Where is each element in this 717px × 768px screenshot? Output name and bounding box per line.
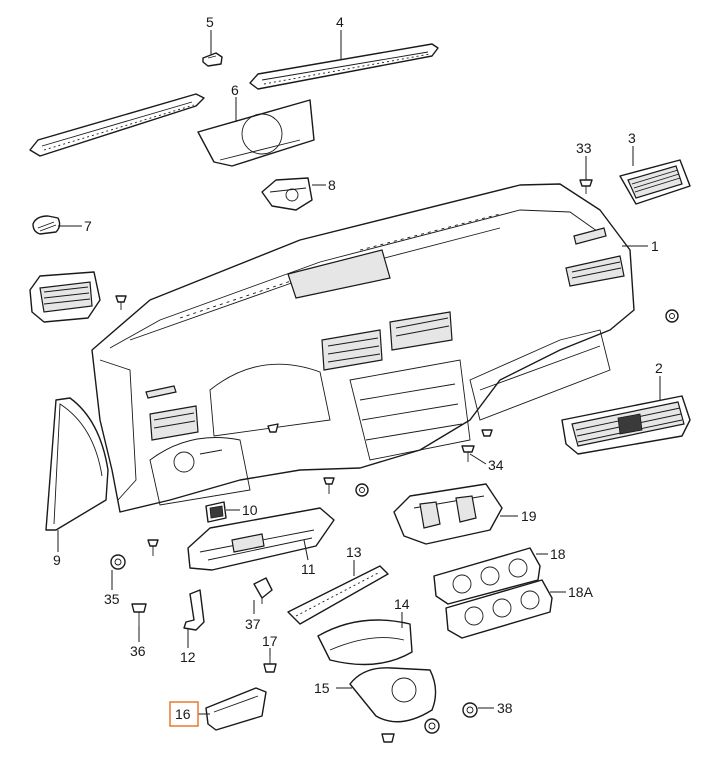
part-6-speaker-cover <box>197 99 315 167</box>
callout-34: 34 <box>488 457 504 473</box>
part-18a-control-panel <box>445 579 553 639</box>
part-36-bolt <box>131 603 147 626</box>
part-10-clip <box>205 501 227 523</box>
callout-17: 17 <box>262 633 278 649</box>
part-18-control-panel <box>433 547 541 605</box>
part-34-screws <box>461 429 493 462</box>
part-1-dashboard <box>91 183 635 513</box>
part-3-air-vent <box>619 159 691 205</box>
callout-18a: 18A <box>568 584 594 600</box>
part-8-bracket <box>261 177 313 211</box>
part-clip-center <box>267 423 279 433</box>
part-screws-bottom <box>381 718 440 743</box>
callout-19: 19 <box>521 508 537 524</box>
callout-labels: 5 4 6 8 7 33 3 1 2 34 9 10 11 19 18 18A … <box>53 14 663 722</box>
callout-37: 37 <box>245 616 261 632</box>
callout-16: 16 <box>175 706 191 722</box>
callout-9: 9 <box>53 552 61 568</box>
callout-11: 11 <box>301 561 316 577</box>
callout-1: 1 <box>651 238 659 254</box>
callout-33: 33 <box>576 140 592 156</box>
callout-14: 14 <box>394 596 410 612</box>
part-15-shroud-lower <box>349 667 437 723</box>
callout-2: 2 <box>655 360 663 376</box>
part-screw-near-11 <box>147 539 159 556</box>
part-2-air-vent <box>561 395 691 455</box>
part-9-side-trim <box>45 397 109 531</box>
callout-6: 6 <box>231 82 239 98</box>
part-19-center-panel <box>393 483 503 545</box>
callout-35: 35 <box>104 591 120 607</box>
part-5-clip <box>202 52 223 67</box>
callout-12: 12 <box>180 649 196 665</box>
part-38-screw <box>462 702 478 718</box>
callout-13: 13 <box>346 544 362 560</box>
part-air-vent-left <box>29 271 101 323</box>
highlight-box-16 <box>169 701 199 727</box>
part-defroster-strip-left <box>29 93 205 157</box>
part-17-screw <box>263 656 277 673</box>
callout-36: 36 <box>130 643 146 659</box>
part-14-shroud-upper <box>317 619 413 666</box>
callout-7: 7 <box>84 218 92 234</box>
part-screw-left-vent <box>115 295 127 310</box>
callout-18: 18 <box>550 546 566 562</box>
part-35-nut <box>110 554 126 570</box>
callout-15: 15 <box>314 680 330 696</box>
part-37-clip <box>253 577 273 604</box>
part-7-grille <box>32 215 61 235</box>
callout-4: 4 <box>336 14 344 30</box>
callout-8: 8 <box>328 177 336 193</box>
part-clip-right <box>665 309 679 323</box>
callout-38: 38 <box>497 700 513 716</box>
part-13-column-trim <box>287 565 389 625</box>
part-4-defroster-strip <box>249 43 439 90</box>
callout-10: 10 <box>242 502 258 518</box>
leader-lines <box>57 30 661 715</box>
part-12-bracket <box>183 589 205 631</box>
part-33-screw <box>579 179 593 194</box>
part-11-lower-panel <box>187 507 335 571</box>
part-screw-middle <box>323 477 369 497</box>
callout-5: 5 <box>206 14 214 30</box>
part-16-storage-tray <box>205 687 267 731</box>
callout-3: 3 <box>628 130 636 146</box>
